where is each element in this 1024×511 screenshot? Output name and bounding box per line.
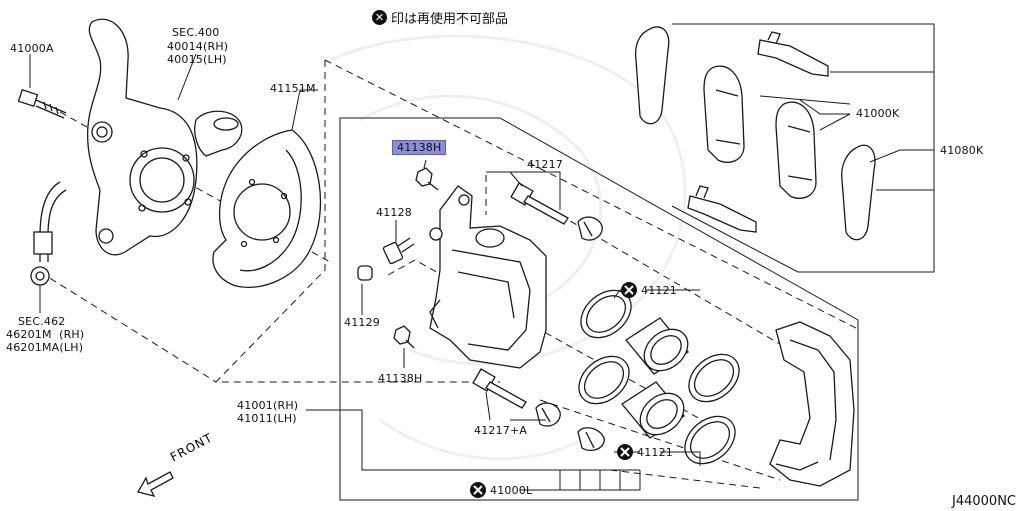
part-label-46201m[interactable]: 46201M (RH) — [6, 328, 85, 341]
guide-pin-part — [510, 182, 569, 225]
non-reusable-note: ✕ 印は再使用不可部品 — [372, 8, 508, 27]
note-text: 印は再使用不可部品 — [391, 12, 509, 27]
steering-knuckle-part — [86, 18, 243, 256]
part-label-41011[interactable]: 41011(LH) — [237, 412, 297, 425]
assembly-line — [39, 271, 217, 383]
part-label-41121-top[interactable]: 41121 — [641, 284, 677, 297]
part-label-41000l[interactable]: 41000L — [490, 484, 533, 497]
leader-lines — [29, 53, 935, 491]
cross-mark-icon: ✕ — [372, 10, 387, 25]
bleeder-screw-part — [393, 325, 415, 349]
splash-guard-part — [212, 129, 322, 288]
mounting-bracket-part — [769, 321, 855, 487]
assembly-line — [539, 399, 781, 481]
piston-part — [621, 381, 685, 439]
bleeder-screw-part — [415, 167, 439, 191]
part-label-41151m[interactable]: 41151M — [270, 82, 316, 95]
part-label-41138h[interactable]: 41138H — [378, 372, 423, 385]
pad-kit-frame — [671, 23, 935, 273]
part-label-40014[interactable]: 40014(RH) — [167, 40, 229, 53]
dust-seal-part — [688, 353, 740, 403]
part-label-41000k[interactable]: 41000K — [856, 107, 900, 120]
piston-part — [625, 317, 689, 375]
part-label-41080k[interactable]: 41080K — [940, 144, 984, 157]
guide-pin-part — [472, 368, 527, 409]
brake-pad-part — [703, 65, 745, 163]
part-label-sec-400[interactable]: SEC.400 — [172, 26, 220, 39]
part-label-41121-bottom[interactable]: 41121 — [637, 446, 673, 459]
front-arrow-icon — [137, 471, 174, 497]
bleeder-cap-part — [382, 237, 415, 265]
assembly-line — [559, 214, 791, 351]
assembly-line — [609, 469, 761, 489]
part-label-41001[interactable]: 41001(RH) — [237, 399, 299, 412]
pin-boot-part — [577, 427, 605, 452]
part-label-41138h-highlighted[interactable]: 41138H — [392, 140, 447, 155]
assembly-line — [214, 60, 500, 383]
part-label-41000a[interactable]: 41000A — [10, 42, 54, 55]
pad-clip-part — [757, 31, 829, 77]
caliper-assembly-frame — [339, 117, 859, 501]
pin-boot-part — [577, 216, 603, 241]
brake-hose-part — [30, 181, 67, 286]
piston-seal-part — [578, 355, 630, 405]
part-label-41129[interactable]: 41129 — [344, 316, 380, 329]
non-reusable-mark-41121-bottom — [617, 444, 633, 460]
non-reusable-mark-41000l — [470, 482, 486, 498]
part-label-41128[interactable]: 41128 — [376, 206, 412, 219]
non-reusable-mark-41121-top — [621, 282, 637, 298]
dust-seal-part — [684, 415, 736, 465]
bleeder-boot-part — [357, 265, 373, 281]
pad-clip-part — [687, 185, 757, 233]
part-label-46201ma[interactable]: 46201MA(LH) — [6, 341, 84, 354]
piston-seal-part — [580, 289, 632, 339]
part-label-41217[interactable]: 41217 — [527, 158, 563, 171]
part-label-sec-462[interactable]: SEC.462 — [18, 315, 66, 328]
bolt-part — [17, 89, 67, 119]
pad-shim-part — [841, 144, 876, 241]
part-label-41217-a[interactable]: 41217+A — [474, 424, 528, 437]
pin-boot-part — [535, 402, 561, 427]
diagram-code: J44000NC — [952, 494, 1016, 509]
caliper-body-part — [429, 185, 547, 369]
assembly-line — [324, 59, 861, 331]
assembly-line — [387, 259, 721, 431]
brake-pad-part — [775, 101, 817, 199]
part-label-40015[interactable]: 40015(LH) — [167, 53, 227, 66]
pad-shim-part — [634, 26, 670, 125]
